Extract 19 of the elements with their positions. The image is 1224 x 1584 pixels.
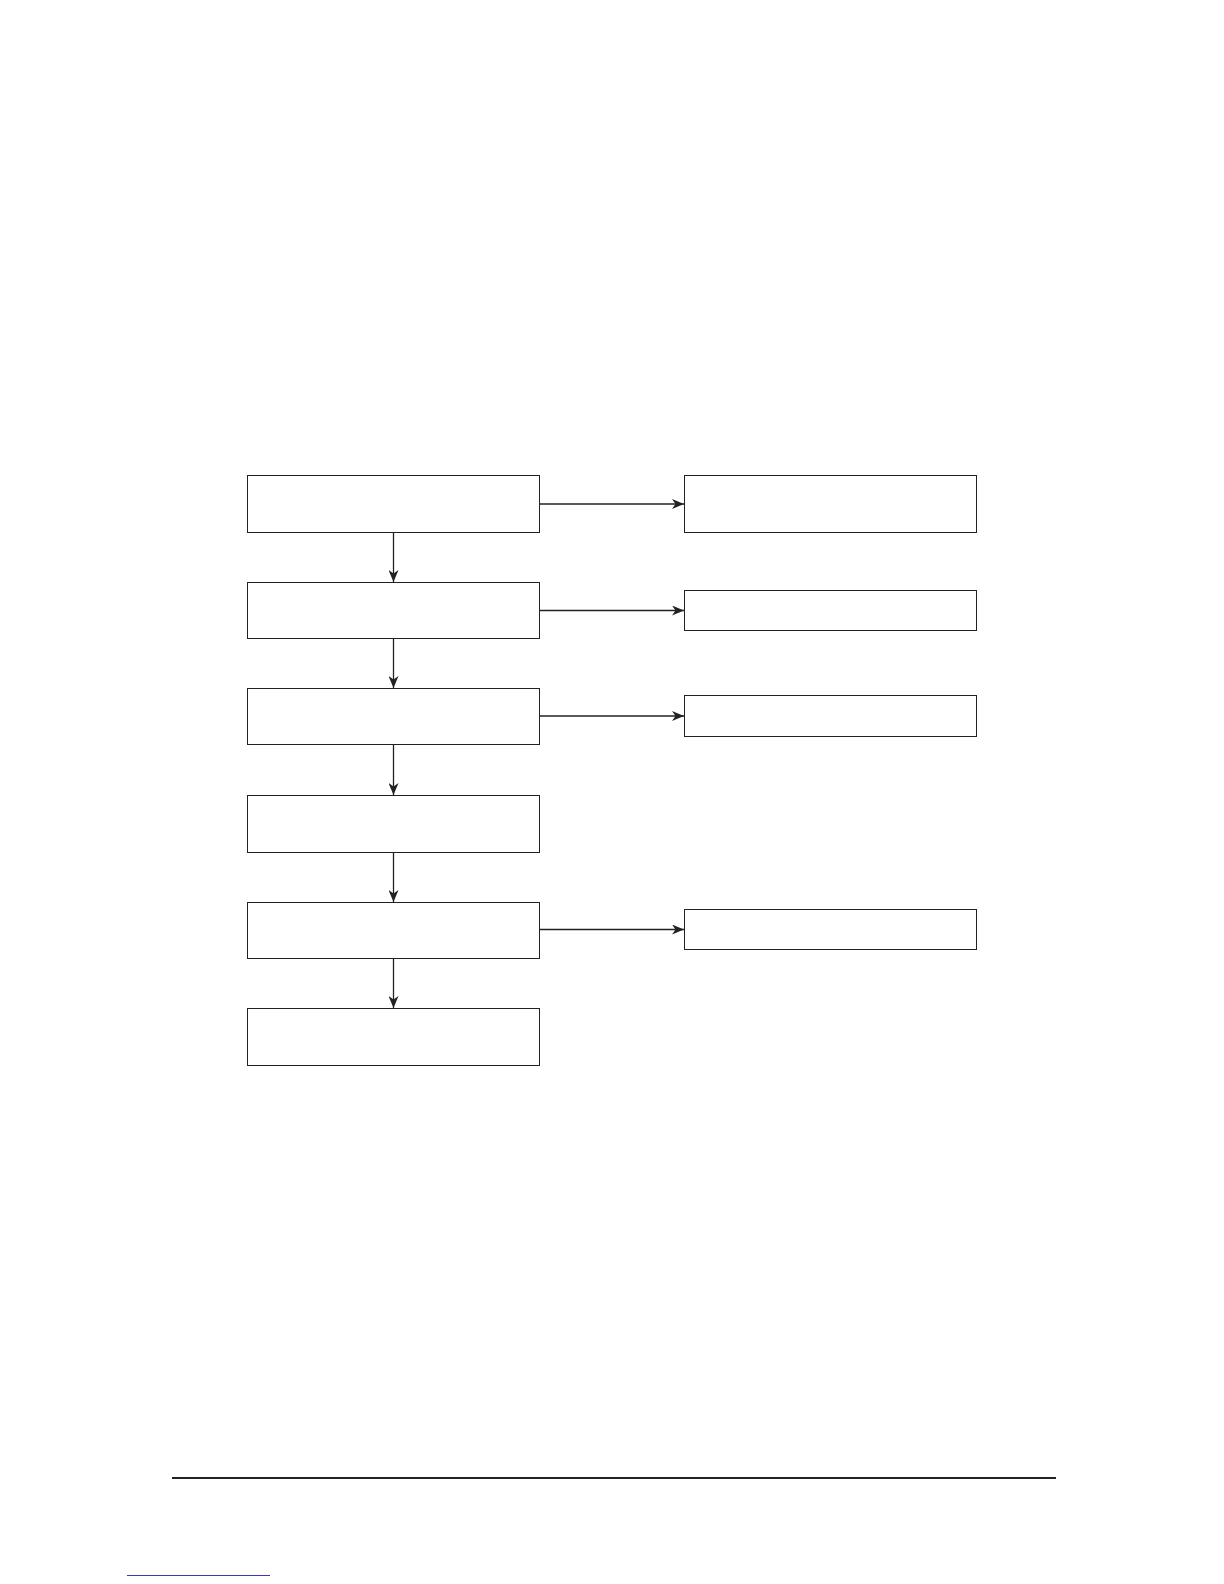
process-box — [684, 695, 977, 737]
process-box — [684, 590, 977, 631]
arrow — [539, 605, 685, 616]
process-box — [247, 582, 540, 639]
arrow — [388, 744, 399, 796]
process-box — [247, 475, 540, 533]
process-box — [684, 475, 977, 533]
arrow — [539, 711, 685, 721]
process-box — [247, 795, 540, 853]
arrow — [388, 852, 399, 903]
arrow — [539, 499, 685, 509]
arrow — [388, 532, 399, 583]
process-box — [684, 909, 977, 950]
process-box — [247, 902, 540, 959]
arrow — [388, 638, 399, 689]
process-box — [247, 688, 540, 745]
process-box — [247, 1008, 540, 1066]
arrow — [539, 924, 685, 935]
arrow — [388, 958, 399, 1009]
